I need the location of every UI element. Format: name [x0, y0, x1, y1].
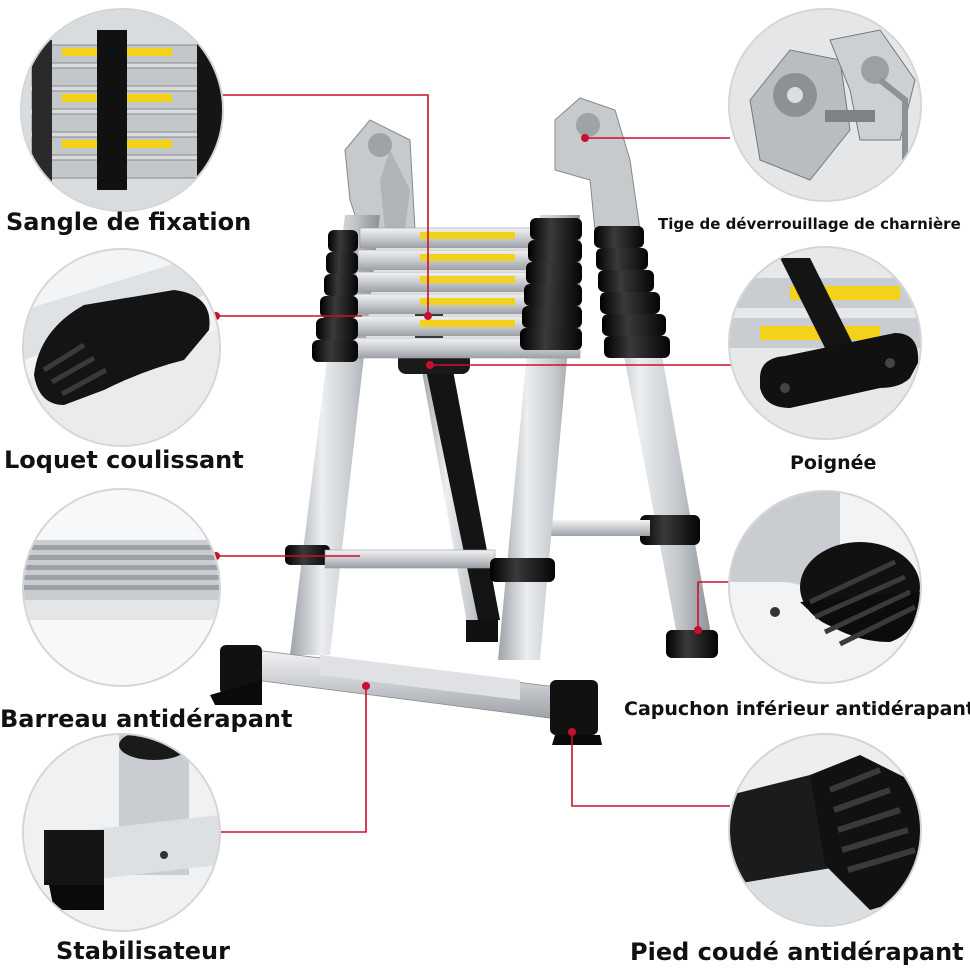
detail-circle-slide-latch	[22, 248, 221, 447]
left-hinge	[344, 119, 416, 231]
leader-bottom-cap-dot	[694, 626, 702, 634]
detail-circle-stabilizer	[22, 733, 221, 932]
detail-circle-rung	[22, 488, 221, 687]
label-rung: Barreau antidérapant	[0, 705, 293, 733]
label-strap: Sangle de fixation	[6, 208, 252, 236]
lower-rung	[285, 545, 555, 582]
leader-elbow-foot	[571, 732, 730, 807]
leader-handle-dot	[426, 361, 434, 369]
leader-bottom-cap	[697, 581, 732, 630]
leader-strap	[218, 94, 429, 316]
detail-circle-elbow-foot	[728, 733, 922, 927]
leader-hinge-rod-dot	[581, 134, 589, 142]
leader-strap-dot	[424, 312, 432, 320]
label-hinge-rod: Tige de déverrouillage de charnière	[658, 215, 961, 233]
label-handle: Poignée	[790, 452, 877, 474]
stabilizer-bar	[210, 645, 602, 745]
leader-elbow-foot-dot	[568, 728, 576, 736]
leader-stabilizer	[216, 686, 367, 833]
label-elbow-foot: Pied coudé antidérapant	[630, 938, 964, 966]
telescoping-rings	[312, 218, 670, 362]
detail-circle-handle	[728, 246, 922, 440]
label-slide-latch: Loquet coulissant	[4, 446, 244, 474]
label-stabilizer: Stabilisateur	[56, 937, 230, 965]
detail-circle-bottom-cap	[728, 490, 922, 684]
label-bottom-cap: Capuchon inférieur antidérapant	[624, 698, 970, 720]
leader-stabilizer-dot	[362, 682, 370, 690]
detail-circle-hinge	[728, 8, 922, 202]
detail-circle-strap	[20, 8, 224, 212]
